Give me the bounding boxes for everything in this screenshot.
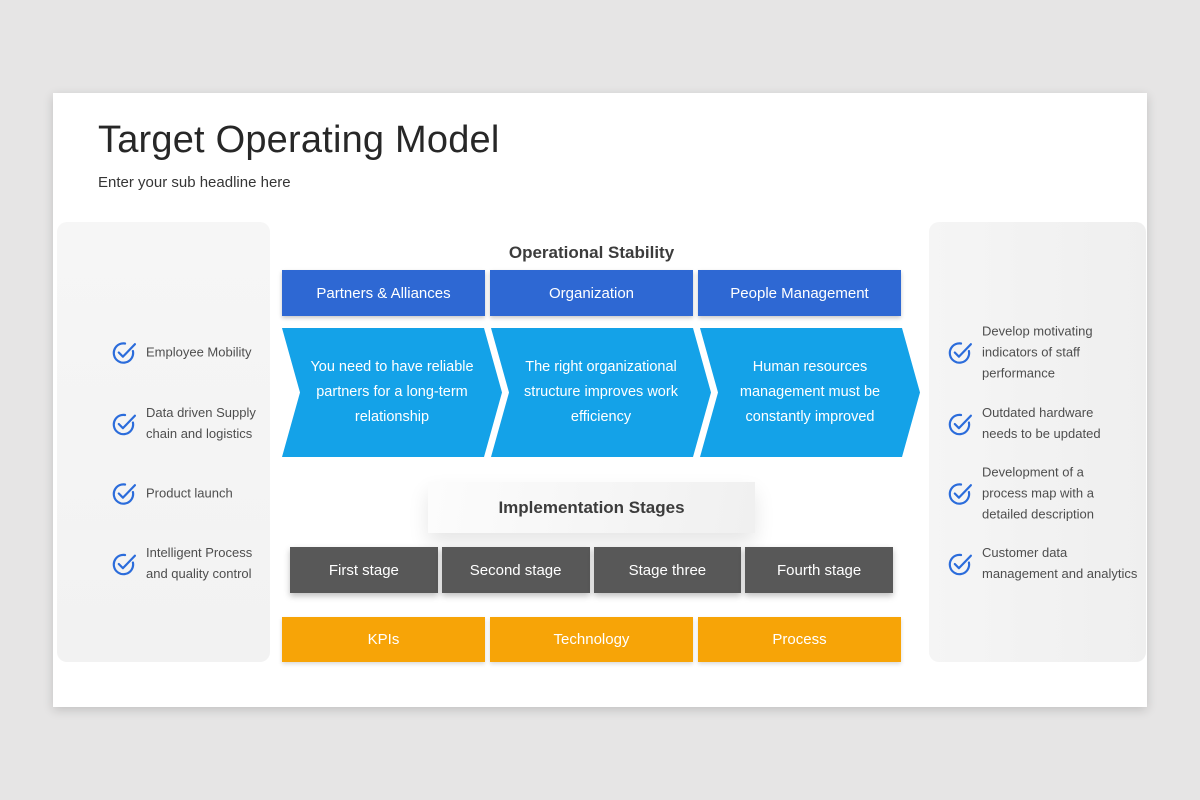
category-button-partners[interactable]: Partners & Alliances bbox=[282, 270, 485, 316]
process-arrow-row: You need to have reliable partners for a… bbox=[282, 328, 920, 457]
stage-button-fourth[interactable]: Fourth stage bbox=[745, 547, 893, 593]
process-arrow-text: Human resources management must be const… bbox=[739, 359, 881, 425]
slide-card: Target Operating Model Enter your sub he… bbox=[53, 93, 1147, 707]
page-title: Target Operating Model bbox=[98, 119, 500, 161]
bottom-button-process[interactable]: Process bbox=[698, 617, 901, 662]
stage-button-first[interactable]: First stage bbox=[290, 547, 438, 593]
list-item-label: Employee Mobility bbox=[146, 344, 252, 360]
stage-button-third[interactable]: Stage three bbox=[593, 547, 742, 593]
page-subtitle: Enter your sub headline here bbox=[98, 174, 291, 191]
list-item: Development of a process map with a deta… bbox=[947, 462, 1148, 525]
process-arrow-1[interactable]: You need to have reliable partners for a… bbox=[282, 328, 502, 457]
bottom-button-kpis[interactable]: KPIs bbox=[282, 617, 485, 662]
process-arrow-text: The right organizational structure impro… bbox=[524, 359, 678, 425]
process-arrow-3[interactable]: Human resources management must be const… bbox=[700, 328, 920, 457]
list-item-label: Intelligent Process and quality control bbox=[146, 545, 253, 581]
list-item: Customer data management and analytics bbox=[947, 542, 1148, 584]
check-circle-icon bbox=[948, 342, 972, 364]
category-button-row: Partners & Alliances Organization People… bbox=[282, 270, 901, 316]
process-arrow-text: You need to have reliable partners for a… bbox=[310, 359, 474, 425]
left-panel: Employee Mobility Data driven Supply cha… bbox=[57, 222, 270, 662]
category-button-people[interactable]: People Management bbox=[698, 270, 901, 316]
check-circle-icon bbox=[112, 483, 136, 505]
implementation-stages-heading: Implementation Stages bbox=[498, 497, 685, 517]
list-item: Data driven Supply chain and logistics bbox=[111, 402, 266, 444]
operational-stability-heading: Operational Stability bbox=[508, 243, 675, 262]
list-item-label: Data driven Supply chain and logistics bbox=[146, 405, 256, 441]
bottom-button-row: KPIs Technology Process bbox=[282, 617, 901, 662]
list-item: Employee Mobility bbox=[111, 339, 266, 366]
list-item-label: Customer data management and analytics bbox=[982, 545, 1138, 581]
stage-button-second[interactable]: Second stage bbox=[441, 547, 590, 593]
stage-button-row: First stage Second stage Stage three Fou… bbox=[290, 547, 893, 593]
process-arrow-2[interactable]: The right organizational structure impro… bbox=[491, 328, 711, 457]
list-item: Develop motivating indicators of staff p… bbox=[947, 321, 1148, 384]
check-circle-icon bbox=[948, 483, 972, 505]
list-item-label: Outdated hardware needs to be updated bbox=[982, 405, 1101, 441]
check-circle-icon bbox=[112, 413, 136, 435]
right-panel: Develop motivating indicators of staff p… bbox=[929, 222, 1146, 662]
list-item: Product launch bbox=[111, 480, 266, 507]
list-item: Intelligent Process and quality control bbox=[111, 542, 266, 584]
bottom-button-technology[interactable]: Technology bbox=[490, 617, 693, 662]
list-item-label: Product launch bbox=[146, 485, 233, 501]
list-item: Outdated hardware needs to be updated bbox=[947, 402, 1148, 444]
check-circle-icon bbox=[112, 342, 136, 364]
list-item-label: Development of a process map with a deta… bbox=[982, 464, 1095, 522]
check-circle-icon bbox=[112, 553, 136, 575]
check-circle-icon bbox=[948, 413, 972, 435]
list-item-label: Develop motivating indicators of staff p… bbox=[982, 323, 1093, 381]
check-circle-icon bbox=[948, 553, 972, 575]
category-button-organization[interactable]: Organization bbox=[490, 270, 693, 316]
center-diagram: Operational Stability Partners & Allianc… bbox=[282, 93, 901, 707]
implementation-stages-box: Implementation Stages bbox=[428, 482, 755, 533]
